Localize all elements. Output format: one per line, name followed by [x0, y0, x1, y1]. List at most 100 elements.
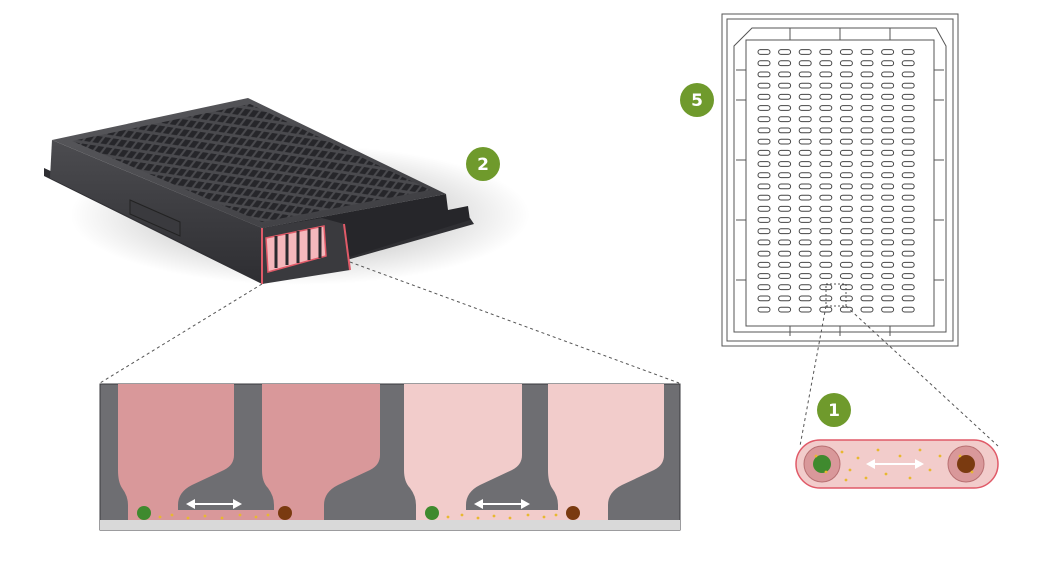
plate-well-grid — [72, 104, 430, 222]
well-slot — [798, 250, 812, 257]
well-slot — [819, 116, 833, 123]
well-slot — [839, 228, 853, 235]
well-slot — [757, 228, 771, 235]
well-slot — [819, 149, 833, 156]
well-slot — [901, 284, 915, 291]
well-slot — [860, 194, 874, 201]
plate-3d — [44, 98, 530, 285]
well-slot — [860, 273, 874, 279]
well-slot — [901, 127, 915, 134]
well-slot — [881, 239, 895, 246]
well-slot — [798, 183, 812, 190]
well-slot — [757, 93, 771, 100]
well-slot — [839, 205, 853, 212]
well-slot — [901, 82, 915, 89]
well-slot — [757, 217, 771, 223]
well-slot — [860, 250, 874, 257]
cross-section-panel — [99, 383, 681, 531]
well-slot — [778, 295, 792, 302]
well-slot — [881, 261, 895, 268]
well-slot — [798, 273, 812, 279]
well-slot — [881, 71, 895, 78]
well-slot — [778, 250, 792, 257]
well-slot — [860, 82, 874, 89]
well-slot — [757, 205, 771, 212]
well-slot — [881, 60, 895, 67]
well-slot — [881, 183, 895, 190]
well-slot — [819, 82, 833, 89]
plate-side-tab — [129, 199, 181, 237]
well-slot — [839, 82, 853, 89]
well-slot — [881, 49, 895, 55]
well-slot — [757, 49, 771, 55]
well-slot — [881, 172, 895, 179]
well-slot — [839, 183, 853, 190]
well-slot — [778, 60, 792, 67]
well-slot — [881, 228, 895, 235]
well-slot — [778, 105, 792, 111]
well-slot — [881, 284, 895, 291]
well-slot — [757, 261, 771, 268]
well-slot — [901, 205, 915, 212]
plate-well-slots — [757, 49, 915, 313]
well-slot — [901, 93, 915, 100]
well-slot — [798, 71, 812, 78]
well-slot — [798, 205, 812, 212]
well-slot — [860, 295, 874, 302]
well-slot — [778, 127, 792, 134]
badge-plate-3d: 2 — [466, 147, 500, 181]
cell-brown — [566, 506, 580, 520]
well-slot — [798, 149, 812, 156]
well-slot — [901, 105, 915, 111]
well-slot — [839, 261, 853, 268]
double-headed-arrow-icon — [866, 459, 924, 469]
well-slot — [798, 116, 812, 123]
well-slot — [819, 217, 833, 223]
well-slot — [819, 71, 833, 78]
well-slot — [860, 138, 874, 145]
well-slot — [881, 105, 895, 111]
well-slot — [860, 60, 874, 67]
well-slot — [778, 284, 792, 291]
well-slot — [798, 194, 812, 201]
well-slot — [860, 161, 874, 167]
well-slot — [798, 49, 812, 55]
zoom-lines-cross-section — [99, 261, 680, 384]
well-slot — [819, 105, 833, 111]
well-slot — [839, 149, 853, 156]
well-2 — [262, 384, 380, 520]
well-slot — [881, 205, 895, 212]
well-slot — [798, 295, 812, 302]
well-slot — [839, 161, 853, 167]
well-slot — [778, 228, 792, 235]
well-slot — [881, 217, 895, 223]
well-slot — [798, 261, 812, 268]
well-slot — [819, 205, 833, 212]
well-slot — [901, 149, 915, 156]
well-slot — [860, 217, 874, 223]
well-slot — [778, 161, 792, 167]
plate-bottom-film — [100, 520, 680, 530]
well-slot — [839, 273, 853, 279]
well-slot — [798, 60, 812, 67]
well-slot — [860, 105, 874, 111]
well-slot — [860, 116, 874, 123]
well-slot — [860, 183, 874, 190]
well-slot — [757, 284, 771, 291]
well-slot — [881, 149, 895, 156]
well-slot — [819, 172, 833, 179]
well-slot — [860, 49, 874, 55]
well-slot — [901, 250, 915, 257]
well-slot — [778, 194, 792, 201]
well-slot — [819, 239, 833, 246]
well-slot — [839, 116, 853, 123]
well-slot — [819, 127, 833, 134]
well-slot — [778, 116, 792, 123]
well-slot — [860, 239, 874, 246]
well-slot — [860, 149, 874, 156]
well-slot — [901, 71, 915, 78]
cell-green — [425, 506, 439, 520]
well-slot — [901, 239, 915, 246]
well-slot — [819, 138, 833, 145]
